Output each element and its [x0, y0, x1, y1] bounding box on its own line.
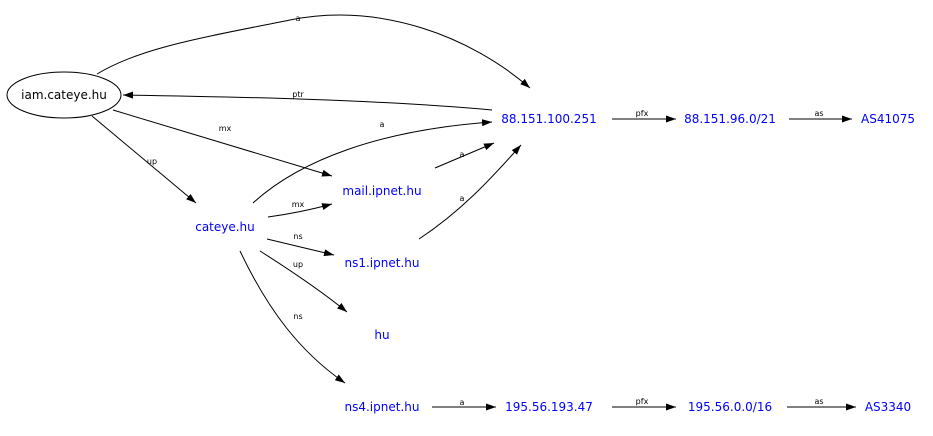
edges	[91, 14, 856, 411]
edge-label: a	[460, 150, 465, 159]
edge-label: ns	[293, 232, 302, 241]
edge-label: up	[147, 157, 157, 166]
edge-label: ptr	[292, 90, 304, 99]
node-as2-link[interactable]: AS3340	[865, 400, 911, 414]
edge-label: a	[460, 194, 465, 203]
edge-label: a	[296, 14, 301, 23]
edge-label: pfx	[636, 397, 649, 406]
node-ip1-link[interactable]: 88.151.100.251	[501, 112, 596, 126]
node-pfx1-link[interactable]: 88.151.96.0/21	[684, 112, 776, 126]
edge-root-mail	[112, 109, 333, 177]
node-root[interactable]: iam.cateye.hu	[6, 71, 122, 119]
edge-ip1-root	[122, 91, 493, 111]
edge-cateye-ns1	[266, 238, 335, 257]
edge-label: as	[814, 397, 823, 406]
node-ip2-link[interactable]: 195.56.193.47	[505, 400, 593, 414]
node-pfx2-link[interactable]: 195.56.0.0/16	[688, 400, 772, 414]
node-ns4-link[interactable]: ns4.ipnet.hu	[345, 400, 420, 414]
node-root-ellipse	[6, 71, 122, 119]
node-cateye-link[interactable]: cateye.hu	[195, 220, 255, 234]
edge-label: ns	[293, 312, 302, 321]
edge-label: pfx	[636, 109, 649, 118]
edge-cateye-ns4	[239, 250, 346, 384]
nodes: iam.cateye.hu 88.151.100.251 88.151.96.0…	[6, 71, 915, 414]
node-as1-link[interactable]: AS41075	[861, 112, 915, 126]
node-mail-link[interactable]: mail.ipnet.hu	[342, 184, 421, 198]
edge-label: mx	[292, 200, 305, 209]
edge-labels: a ptr mx up a a a mx ns up ns a pfx as p…	[147, 14, 824, 407]
edge-cateye-mail	[267, 203, 333, 218]
edge-label: a	[380, 120, 385, 129]
node-root-label[interactable]: iam.cateye.hu	[21, 88, 107, 102]
edge-cateye-ip1	[252, 119, 493, 204]
node-ns1-link[interactable]: ns1.ipnet.hu	[345, 256, 420, 270]
edge-mail-ip1	[434, 142, 495, 169]
edge-label: as	[814, 109, 823, 118]
node-hu-link[interactable]: hu	[374, 328, 389, 342]
edge-root-ip1	[96, 14, 531, 89]
edge-ns1-ip1	[418, 144, 522, 240]
edge-label: mx	[219, 124, 232, 133]
edge-root-cateye	[91, 115, 197, 204]
edge-label: up	[293, 260, 303, 269]
edge-label: a	[460, 398, 465, 407]
edge-cateye-hu	[259, 250, 348, 313]
